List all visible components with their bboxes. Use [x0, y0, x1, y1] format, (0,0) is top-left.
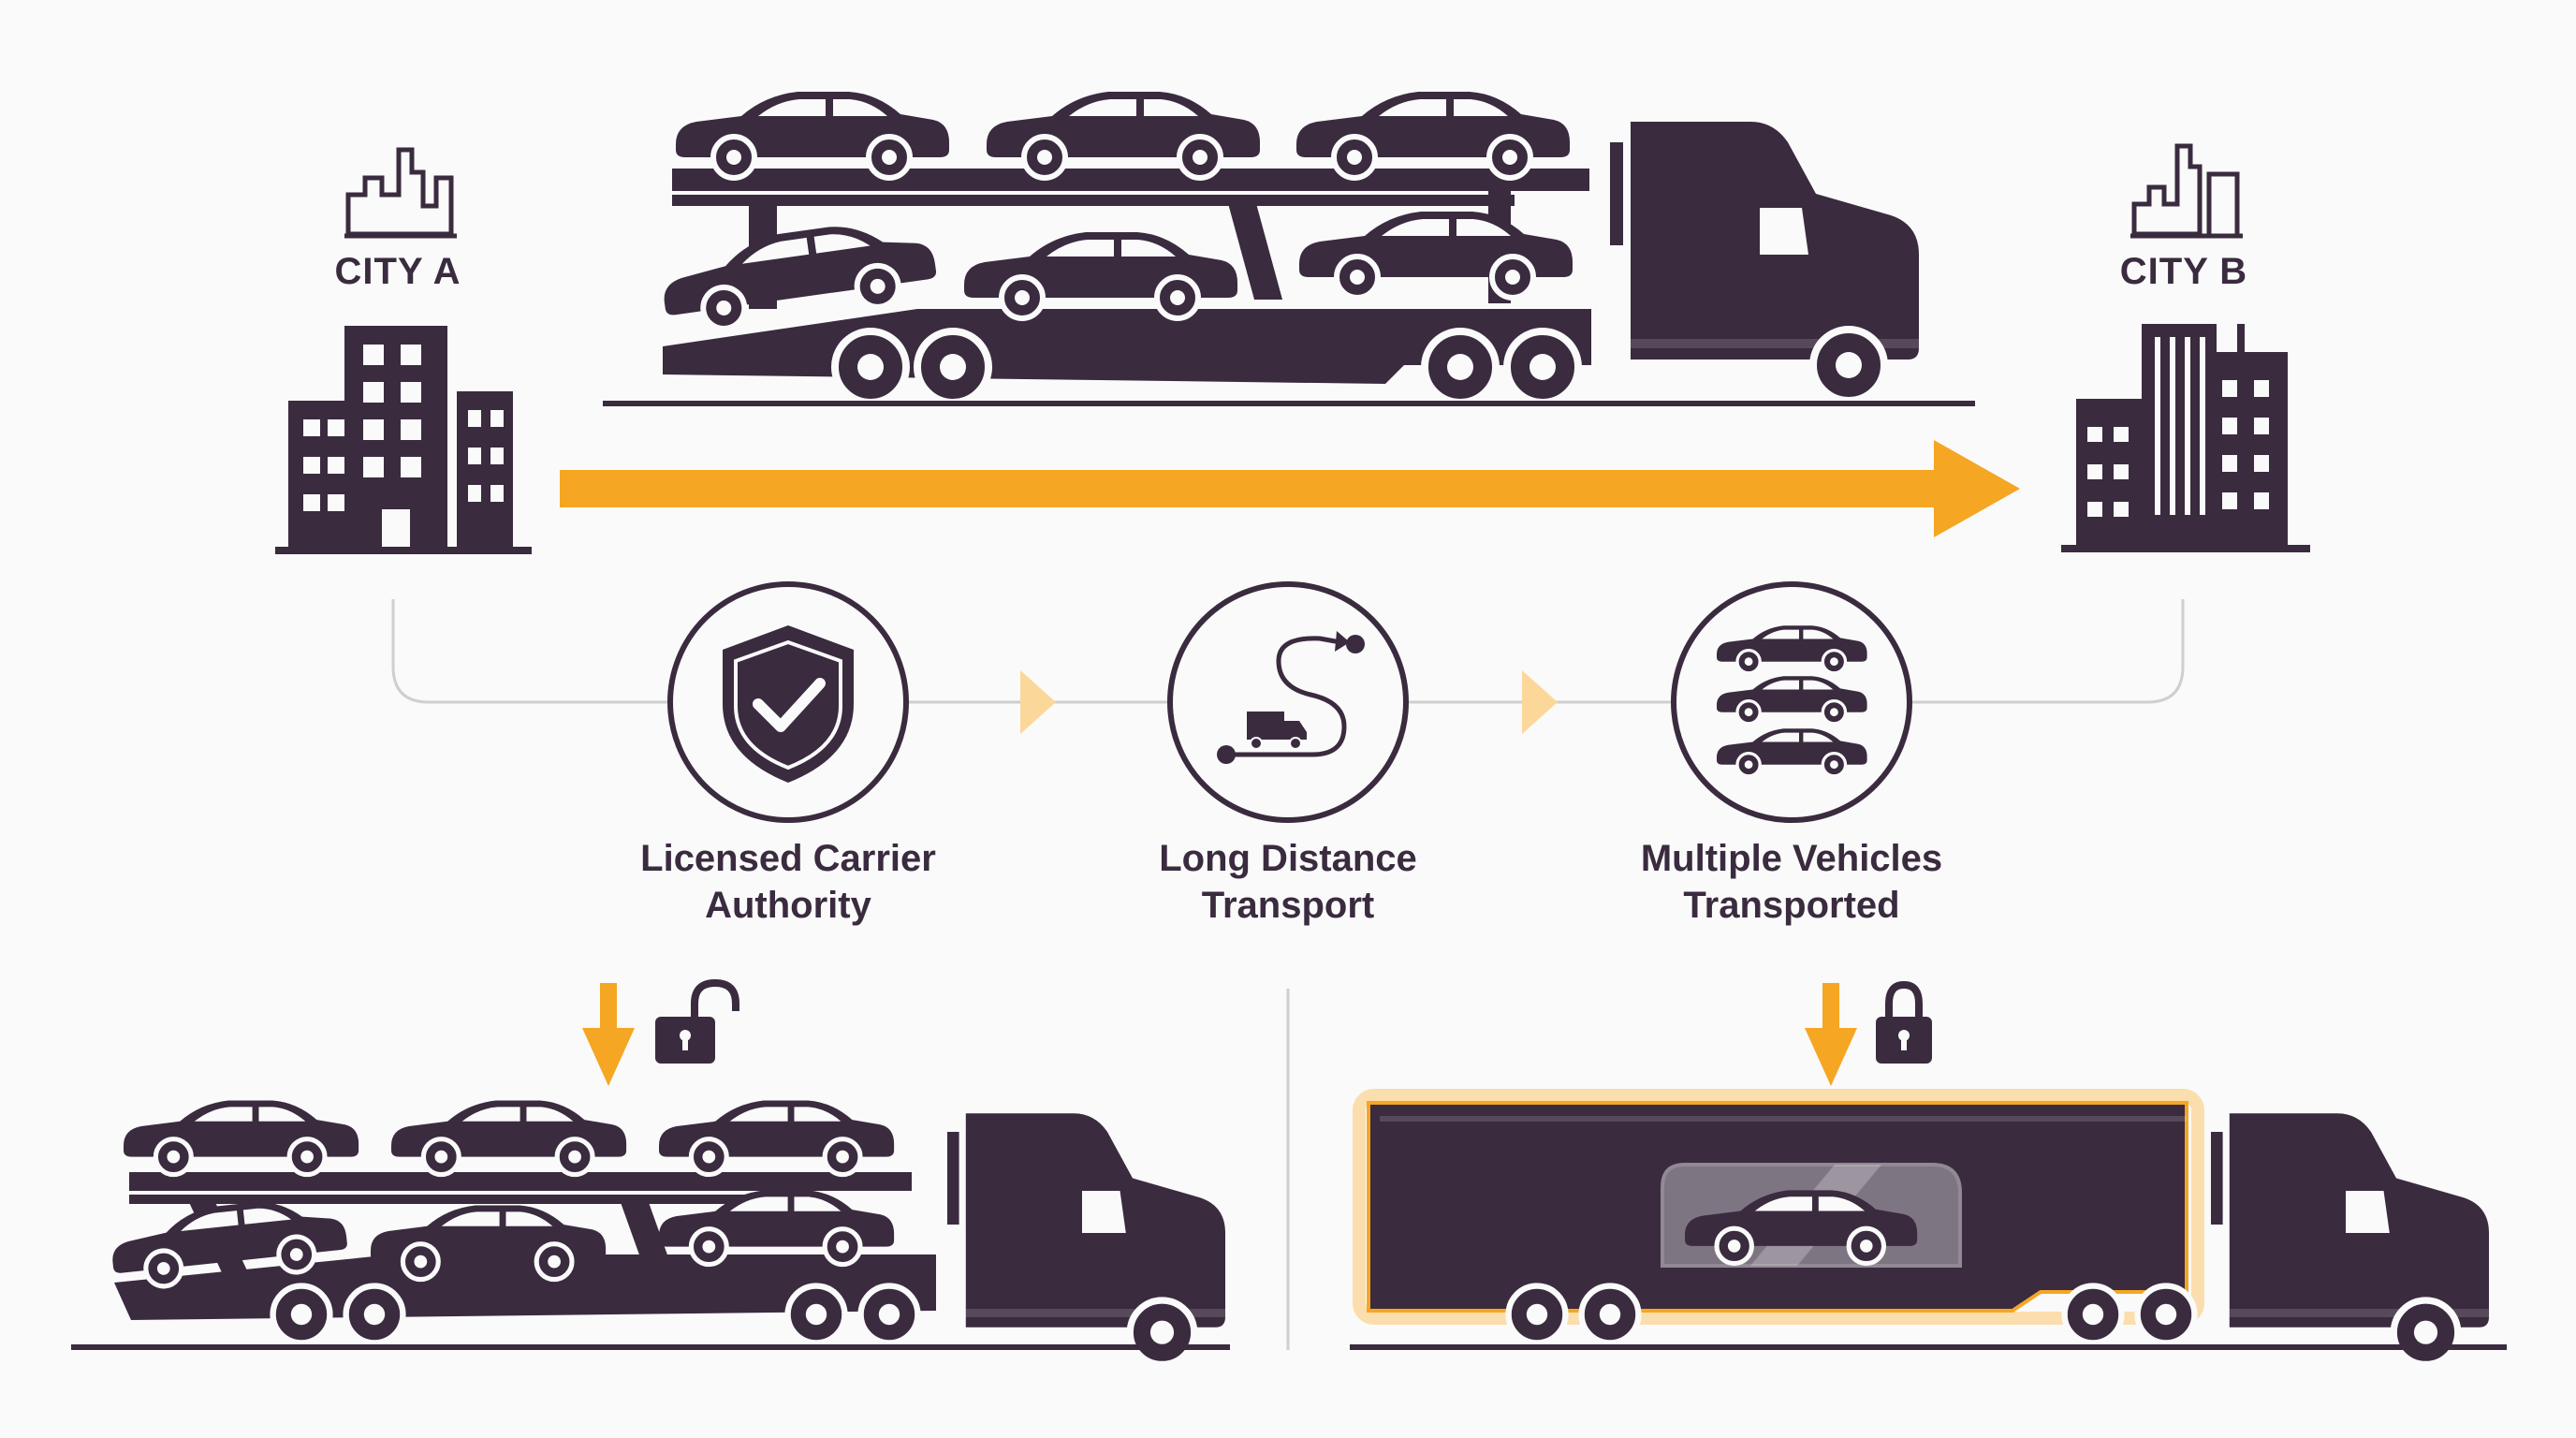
car-icon: [1299, 212, 1573, 298]
down-arrow-icon: [1805, 983, 1857, 1086]
step-3-label: Multiple Vehicles Transported: [1567, 835, 2016, 929]
unlocked-padlock-icon: [655, 978, 739, 1064]
car-icon: [987, 92, 1260, 178]
down-arrow-icon: [582, 983, 635, 1086]
step-1-line2: Authority: [705, 885, 871, 926]
locked-padlock-icon: [1876, 980, 1932, 1064]
step-3-line1: Multiple Vehicles: [1640, 838, 1943, 879]
city-b-buildings-icon: [2061, 324, 2310, 552]
hero-car-carrier: [603, 92, 1975, 406]
truck-cab-icon: [947, 1113, 1225, 1364]
car-icon: [964, 232, 1237, 318]
step-arrow-icon: [1522, 670, 1558, 734]
car-icon: [676, 92, 949, 178]
step-1-line1: Licensed Carrier: [640, 838, 936, 879]
city-b-label: CITY B: [2119, 251, 2248, 292]
shield-check-icon: [723, 625, 854, 783]
step-1-label: Licensed Carrier Authority: [564, 835, 1013, 929]
car-icon: [391, 1100, 626, 1174]
step-3-circle: [1671, 581, 1912, 823]
step-3-line2: Transported: [1683, 885, 1900, 926]
protected-car-window: [1661, 1163, 1962, 1268]
car-icon: [1296, 92, 1570, 178]
truck-cab-icon: [2211, 1113, 2489, 1364]
city-a-skyline-icon: [344, 147, 457, 239]
step-arrow-icon: [1020, 670, 1056, 734]
step-1-circle: [667, 581, 909, 823]
city-a-buildings-icon: [275, 326, 532, 554]
step-2-label: Long Distance Transport: [1063, 835, 1513, 929]
route-truck-icon: [1217, 631, 1365, 764]
step-2-line1: Long Distance: [1159, 838, 1417, 879]
step-2-line2: Transport: [1201, 885, 1375, 926]
truck-cab-icon: [1610, 122, 1919, 401]
route-arrow: [560, 440, 2020, 537]
open-carrier-panel: [71, 978, 1230, 1364]
stacked-cars-icon: [1715, 624, 1869, 778]
car-icon: [659, 1100, 894, 1174]
city-b-skyline-icon: [2130, 143, 2243, 239]
step-2-circle: [1167, 581, 1409, 823]
enclosed-carrier-panel: [1350, 980, 2507, 1364]
car-icon: [124, 1100, 359, 1174]
city-a-label: CITY A: [334, 251, 461, 292]
